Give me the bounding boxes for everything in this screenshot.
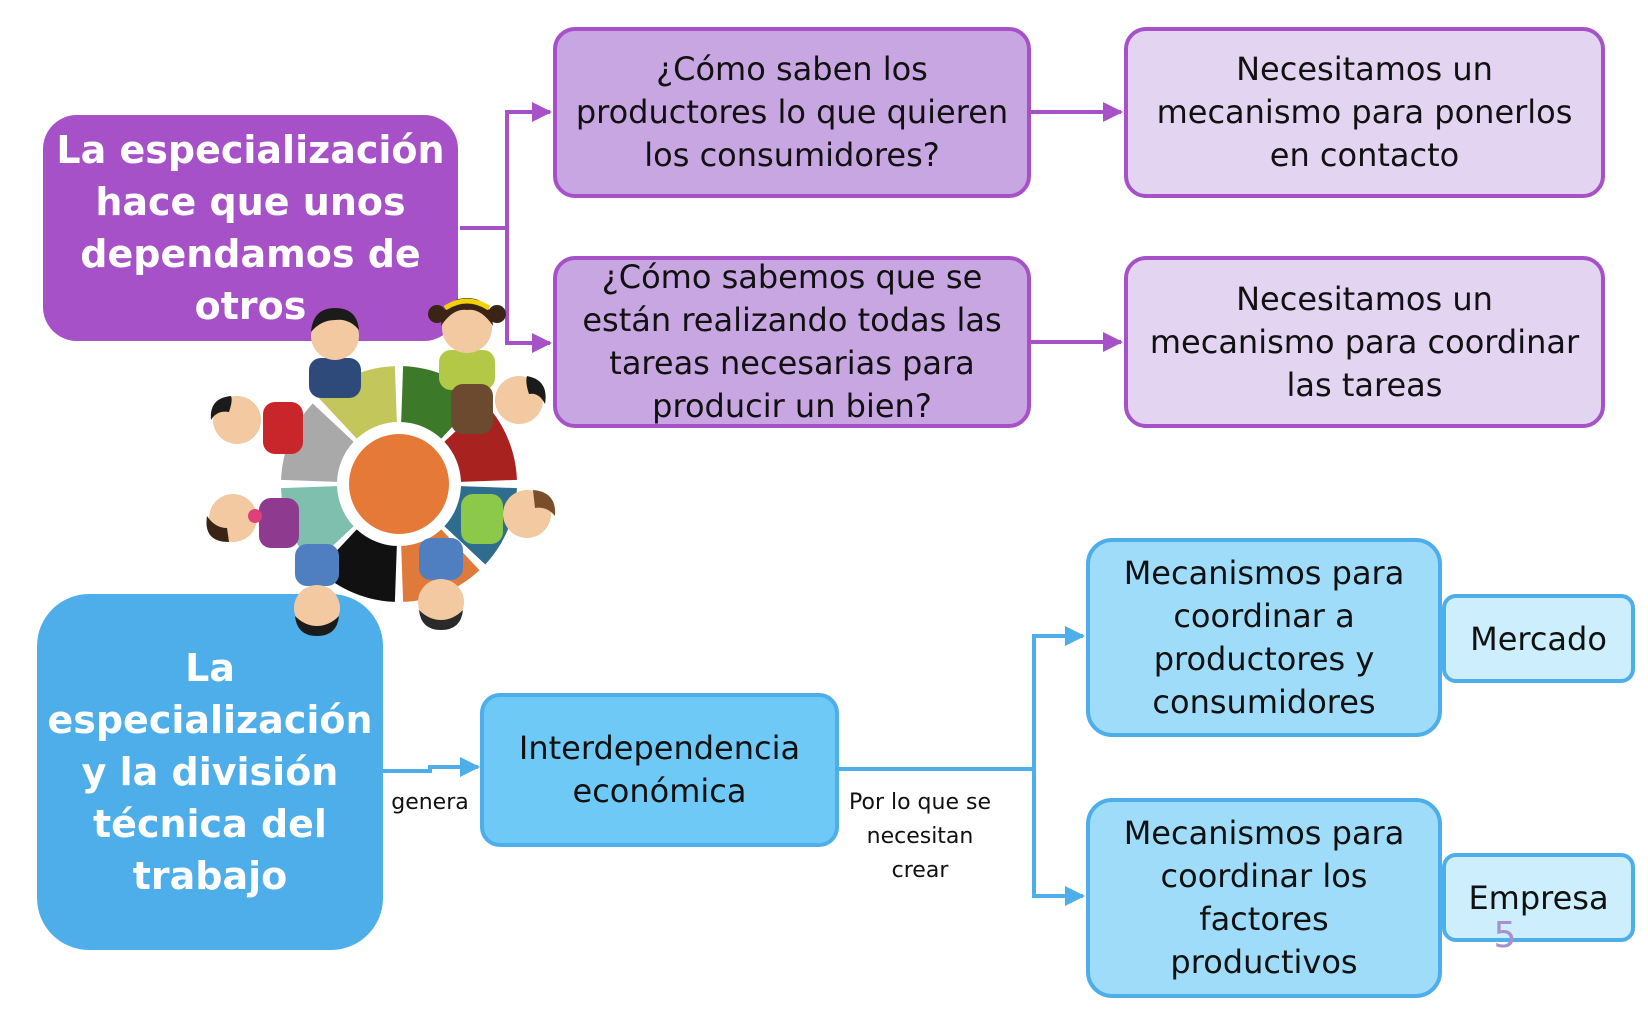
question2-box: ¿Cómo sabemos que se están realizando to… (553, 256, 1031, 428)
genera-label: genera (391, 790, 469, 815)
mechanism1-box: Mecanismos para coordinar a productores … (1086, 538, 1442, 737)
person-figure (294, 544, 340, 636)
people-around-wheel-illustration (206, 298, 556, 636)
interdependence-box: Interdependencia económica (480, 693, 839, 847)
connector-label: Por lo que se necesitan crear (849, 790, 991, 883)
wheel-hub (349, 434, 449, 534)
person-figure (451, 376, 546, 434)
person-figure (309, 308, 361, 398)
person-figure (461, 490, 556, 544)
page-number: 5 (1493, 915, 1517, 956)
main-blue-box: La especialización y la división técnica… (37, 594, 383, 950)
mercado-box: Mercado (1442, 594, 1635, 683)
arrow-main-to-interdependence (383, 757, 480, 777)
main-purple-box: La especialización hace que unos dependa… (43, 115, 458, 341)
wheel-segment (444, 403, 517, 482)
person-figure (206, 494, 299, 548)
answer2-box: Necesitamos un mecanismo para coordinar … (1124, 256, 1605, 428)
person-figure (428, 298, 506, 390)
answer1-box: Necesitamos un mecanismo para ponerlos e… (1124, 27, 1605, 198)
person-figures (206, 298, 556, 636)
empresa-box: Empresa (1442, 853, 1635, 942)
person-figure (210, 396, 303, 454)
mechanism2-box: Mecanismos para coordinar los factores p… (1086, 798, 1442, 998)
person-figure (418, 538, 464, 630)
wheel-segment (281, 486, 354, 565)
wheel-segment (318, 529, 397, 602)
question1-box: ¿Cómo saben los productores lo que quier… (553, 27, 1031, 198)
